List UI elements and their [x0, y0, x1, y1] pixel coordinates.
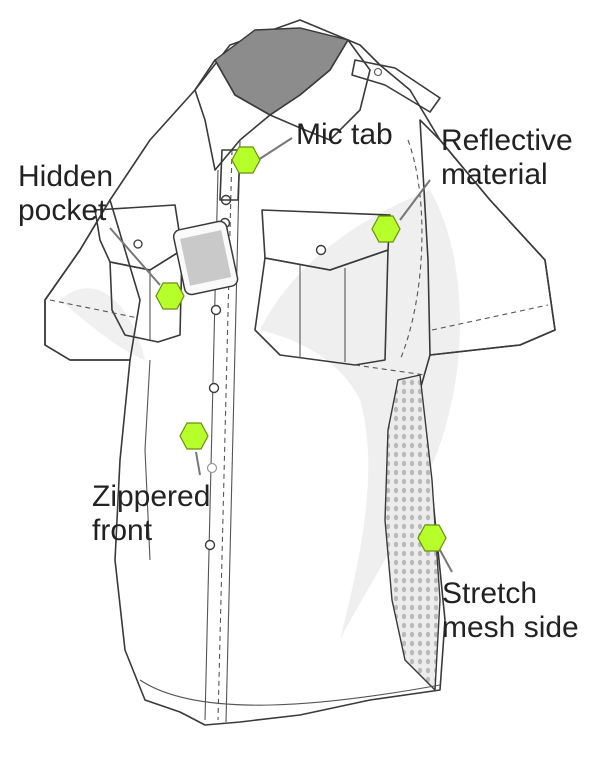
callout-mic-tab: Mic tab: [296, 118, 393, 152]
callout-zippered-front: Zippered front: [92, 480, 210, 548]
epaulette: [351, 59, 441, 113]
left-pocket: [109, 249, 183, 343]
callout-reflective-material: Reflective material: [441, 124, 573, 192]
pocket-button-icon: [133, 239, 143, 249]
leader-zippered: [195, 451, 201, 476]
callout-reflective-line-1: Reflective: [441, 124, 573, 157]
leader-stretch-mesh: [439, 549, 453, 573]
left-sleeve-hem: [49, 299, 139, 319]
shirt-hem: [139, 679, 441, 706]
zippered-marker-icon: [179, 422, 209, 450]
callout-zippered-line-2: front: [92, 514, 153, 547]
shoulder-seam: [399, 139, 423, 361]
epaulette-button-icon: [373, 67, 383, 77]
callout-reflective-line-2: material: [441, 158, 548, 191]
reflective-marker-icon: [371, 215, 401, 243]
callout-stretch-mesh-line-1: Stretch: [442, 577, 538, 610]
collar-left: [194, 59, 271, 171]
callout-stretch-mesh-line-2: mesh side: [442, 611, 579, 644]
right-sleeve-hem: [431, 304, 549, 331]
mic-tab-marker-icon: [231, 146, 261, 174]
callout-stretch-mesh-side: Stretch mesh side: [442, 577, 579, 645]
hidden-pocket-marker-icon: [155, 282, 185, 310]
placket-right: [225, 139, 241, 723]
collar-right: [269, 39, 371, 141]
callout-mic-tab-line-1: Mic tab: [296, 118, 393, 151]
right-sleeve: [419, 119, 556, 356]
callout-hidden-pocket-line-2: pocket: [18, 194, 107, 227]
reflective-swoosh: [260, 190, 460, 640]
callout-zippered-line-1: Zippered: [92, 480, 211, 513]
leader-reflective: [399, 179, 431, 221]
callout-hidden-pocket-line-1: Hidden: [18, 160, 114, 193]
left-sleeve: [44, 199, 141, 361]
leader-hidden-pocket: [109, 227, 161, 286]
waist-seam: [354, 364, 426, 376]
mic-tab-loop: [219, 149, 241, 201]
right-pocket-button-icon: [315, 244, 327, 256]
stretch-mesh-marker-icon: [417, 524, 447, 552]
left-side-seam: [144, 359, 151, 561]
leader-mic-tab: [257, 137, 293, 161]
smartphone-icon: [172, 220, 239, 296]
callout-hidden-pocket: Hidden pocket: [18, 160, 113, 228]
right-pocket: [254, 249, 389, 366]
